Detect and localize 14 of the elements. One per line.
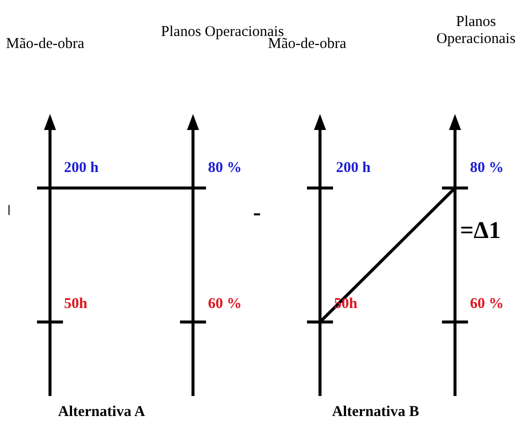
result-label: =Δ1 (460, 218, 501, 244)
value-label: 60 % (470, 296, 504, 312)
axis-title: Planos Operacionais (435, 14, 517, 47)
value-label: 200 h (64, 160, 99, 176)
axis-title: Mão-de-obra (6, 36, 84, 52)
value-label: 80 % (208, 160, 242, 176)
axis-title: Mão-de-obra (268, 36, 346, 52)
operator-sign: - (253, 200, 261, 226)
value-label: 50h (64, 296, 88, 312)
value-label: 60 % (208, 296, 242, 312)
value-label: 200 h (336, 160, 371, 176)
panel-caption: Alternativa A (58, 404, 146, 420)
value-label: 80 % (470, 160, 504, 176)
panel-caption: Alternativa B (332, 404, 420, 420)
